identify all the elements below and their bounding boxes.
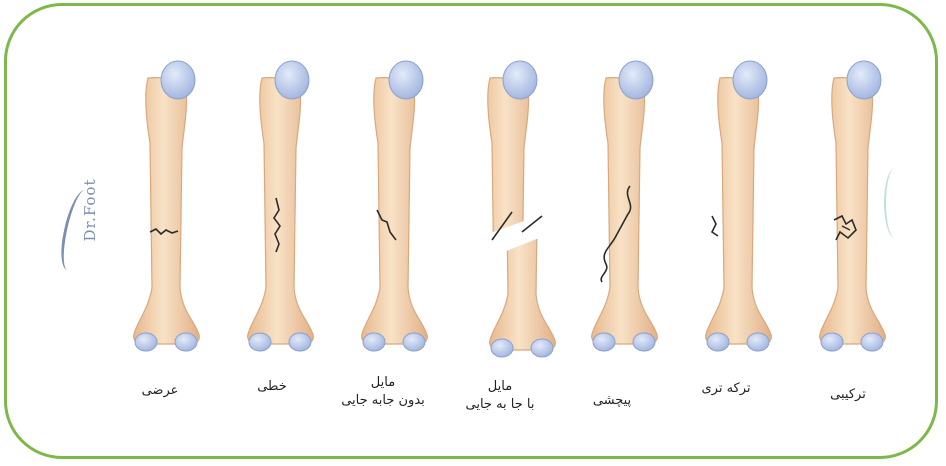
femur-linear [248, 61, 314, 351]
femur-spiral [592, 61, 658, 351]
label-linear: خطی [257, 378, 287, 396]
femur-oblique-displaced [476, 61, 556, 357]
label-oblique-displaced: مایل با جا به جایی [465, 378, 534, 414]
crack-displaced-bottom [522, 216, 542, 232]
label-comminuted: ترکه تری [701, 380, 750, 398]
femur-comminuted [706, 61, 772, 351]
label-spiral: پیچشی [593, 392, 631, 410]
label-transverse: عرضی [142, 382, 179, 400]
crack-comminuted [712, 216, 718, 236]
label-oblique-nondisplaced: مایل بدون جابه جایی [341, 374, 425, 410]
femur-transverse [134, 61, 200, 351]
femur-combined [820, 61, 886, 351]
label-combined: ترکیبی [830, 386, 866, 404]
femur-oblique-nondisplaced [362, 61, 428, 351]
